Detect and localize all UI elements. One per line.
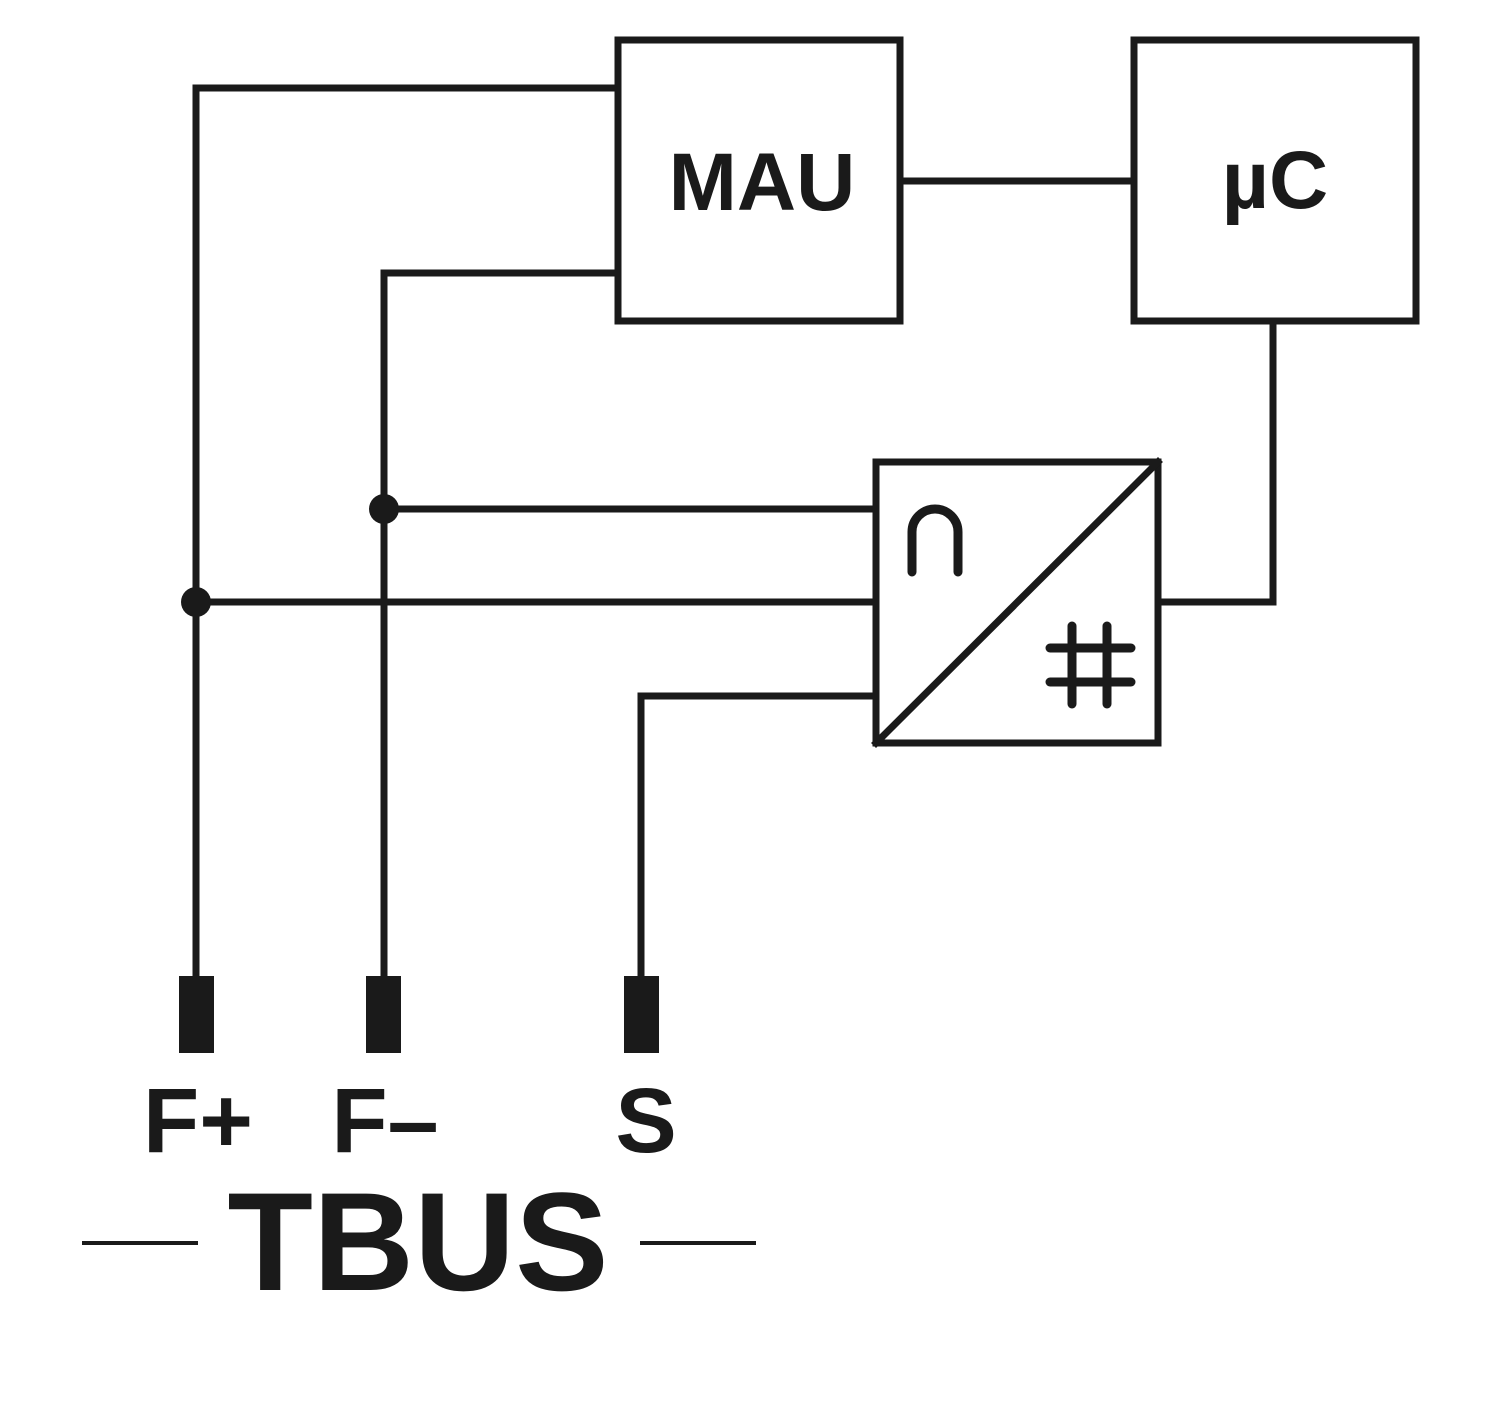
wiring: [181, 84, 1277, 984]
bus-label-group: TBUS: [82, 1163, 756, 1320]
bus-label: TBUS: [227, 1163, 608, 1320]
converter-to-microcontroller-wire: [1154, 317, 1277, 606]
f-plus-label: F+: [143, 1070, 253, 1172]
ad-converter-block: [871, 457, 1163, 748]
f-plus-wire-to-mau: [192, 84, 622, 984]
s-terminal: [624, 976, 659, 1053]
microcontroller-block: µC: [1130, 36, 1420, 325]
f-minus-terminal: [366, 976, 401, 1053]
mau-block: MAU: [614, 36, 904, 325]
s-label: S: [615, 1070, 676, 1172]
digital-hash-symbol-icon: [1045, 621, 1136, 709]
mau-label: MAU: [669, 137, 856, 228]
f-minus-label: F–: [331, 1070, 438, 1172]
microcontroller-label: µC: [1222, 135, 1328, 226]
f-plus-junction: [181, 587, 211, 617]
f-minus-wire-to-mau: [380, 269, 622, 984]
f-plus-terminal: [179, 976, 214, 1053]
terminals: F+ F– S: [143, 976, 677, 1172]
s-wire-to-converter: [637, 692, 880, 984]
voltage-symbol-icon: [907, 504, 963, 577]
ad-converter-diagonal: [871, 457, 1163, 748]
f-minus-junction: [369, 494, 399, 524]
